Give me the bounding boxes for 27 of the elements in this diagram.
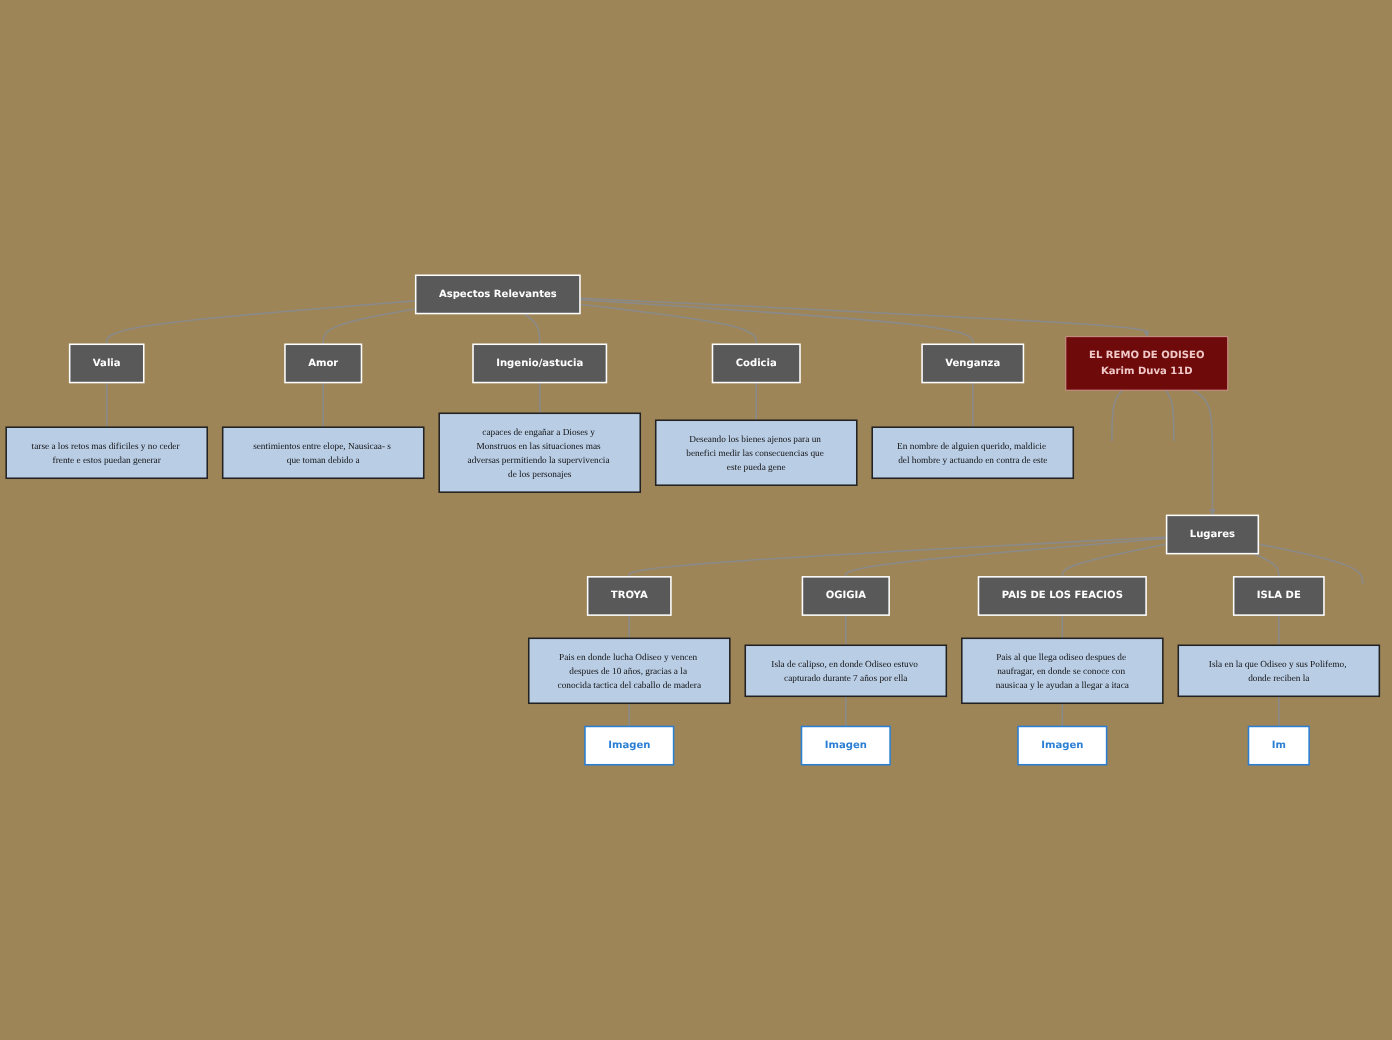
connector [1111,389,1124,442]
connector [628,702,631,728]
connector [538,381,541,415]
connector [105,300,417,346]
connector [1253,552,1280,578]
connector [845,614,847,647]
connector [322,381,324,428]
connector [971,381,974,428]
arrow [1191,389,1216,516]
connector [1061,614,1064,640]
connector [105,381,108,428]
connector [1061,702,1064,728]
connector [523,312,541,346]
connector [579,303,757,346]
connector [755,381,757,422]
connector [1278,614,1280,647]
connector [1164,389,1175,442]
arrow [579,297,1151,338]
connector [628,614,631,640]
connector [628,536,1168,578]
connector [322,308,417,346]
connector [1061,543,1168,578]
connector [1257,543,1364,586]
connector [845,537,1168,578]
connector [579,298,974,346]
connector [845,695,847,728]
connector [1278,695,1280,728]
